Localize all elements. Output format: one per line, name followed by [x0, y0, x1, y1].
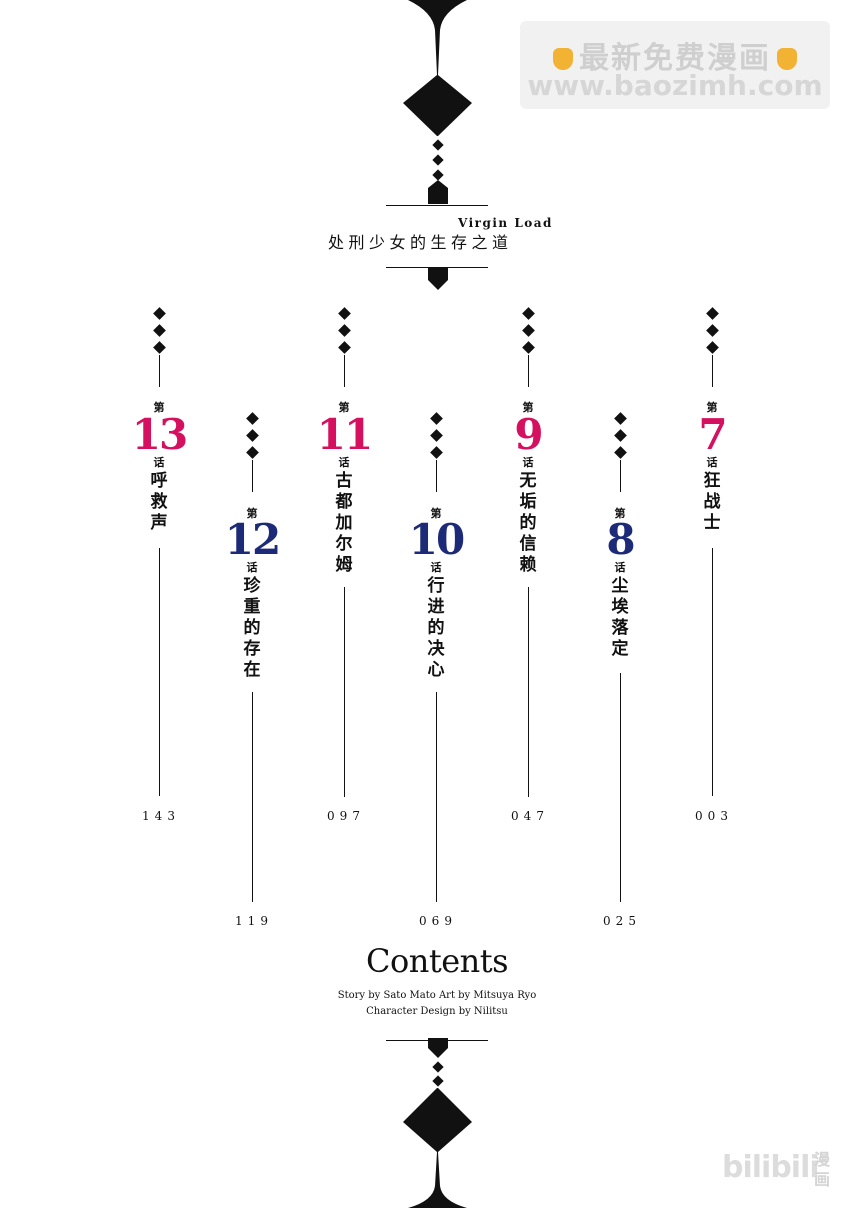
title-rule-top: [386, 205, 488, 206]
chapter-number: 10: [408, 515, 465, 564]
watermark-url: www.baozimh.com: [527, 69, 823, 102]
page-number: 097: [327, 809, 365, 823]
chapter-title: 狂战士: [703, 471, 721, 533]
chapter-number: 12: [224, 515, 281, 564]
top-ornament: [403, 0, 472, 290]
chapter-title: 无垢的信赖: [519, 471, 537, 575]
page-number: 143: [142, 809, 180, 823]
watermark-text: 最新免费漫画: [579, 41, 771, 76]
page-number: 119: [235, 914, 273, 928]
pointing-hand-icon: [777, 48, 797, 70]
chapter-title: 尘埃落定: [611, 576, 629, 659]
contents-heading: Contents: [365, 942, 509, 980]
bilibili-logo: bilibili: [722, 1150, 820, 1185]
chapter-title: 珍重的存在: [243, 576, 261, 680]
credit-story-art: Story by Sato Mato Art by Mitsuya Ryo: [337, 990, 537, 1001]
chapter-title: 呼救声: [150, 471, 168, 533]
title-chinese: 处刑少女的生存之道: [328, 233, 513, 252]
bilibili-logo-sub: 漫画: [814, 1150, 831, 1189]
page-number: 069: [419, 914, 457, 928]
title-rule-bottom: [386, 267, 488, 268]
watermark-banner: 最新免费漫画 www.baozimh.com: [520, 21, 830, 109]
chapter-number: 9: [514, 410, 543, 459]
page-number: 025: [603, 914, 641, 928]
page-number: 047: [511, 809, 549, 823]
chapter-number: 7: [698, 410, 727, 459]
bottom-ornament: [403, 1038, 472, 1208]
chapter-title: 行进的决心: [427, 576, 445, 680]
page-number: 003: [695, 809, 733, 823]
pointing-hand-icon: [553, 48, 573, 70]
chapter-number: 8: [606, 515, 635, 564]
title-english: Virgin Load: [458, 216, 553, 230]
credit-character-design: Character Design by Nilitsu: [366, 1006, 508, 1017]
chapter-title: 古都加尔姆: [335, 471, 353, 575]
chapter-number: 13: [131, 410, 188, 459]
chapter-number: 11: [316, 410, 373, 459]
